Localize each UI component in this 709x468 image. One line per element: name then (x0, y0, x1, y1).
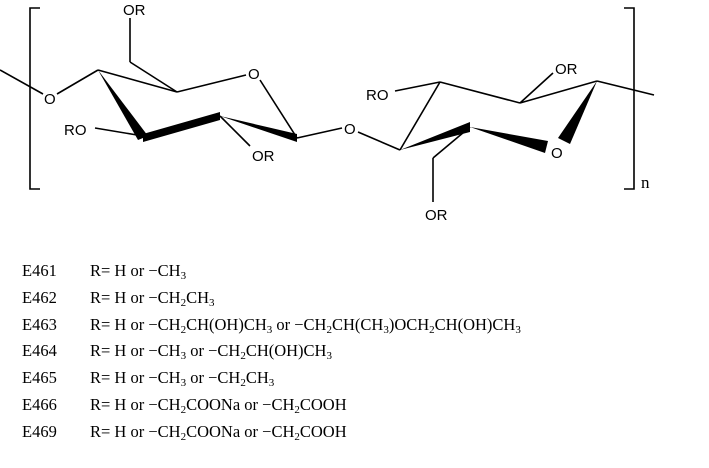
e-number: E461 (22, 261, 57, 280)
left-o4-link-label: O (44, 91, 56, 108)
left-o3-label: RO (64, 122, 87, 139)
legend-row: E463 R= H or −CH2CH(OH)CH3 or −CH2CH(CH3)… (22, 312, 521, 339)
legend-row: E466 R= H or −CH2COONa or −CH2COOH (22, 392, 521, 419)
legend-row: E465 R= H or −CH3 or −CH2CH3 (22, 365, 521, 392)
bonds (0, 7, 655, 202)
substituent-formula: R= H or −CH2CH3 (90, 287, 215, 309)
legend-row: E469 R= H or −CH2COONa or −CH2COOH (22, 419, 521, 446)
e-number: E464 (22, 341, 57, 361)
repeat-subscript-n: n (641, 173, 650, 192)
cellulose-ether-structure: OR O O RO OR O RO OR O OR n (0, 2, 655, 224)
substituent-formula: R= H or −CH2CH(OH)CH3 or −CH2CH(CH3)OCH2… (90, 314, 521, 336)
substituent-formula: R= H or −CH2COONa or −CH2COOH (90, 394, 347, 416)
glycosidic-oxygen-label: O (344, 121, 356, 138)
left-o2-label: OR (252, 148, 275, 165)
left-o6-label: OR (123, 2, 146, 19)
atom-labels: OR O O RO OR O RO OR O OR n (44, 2, 650, 224)
wedge-bonds (98, 70, 597, 153)
substituent-formula: R= H or −CH3 (90, 261, 187, 282)
right-o2-label: OR (555, 61, 578, 78)
substituent-formula: R= H or −CH2COONa or −CH2COOH (90, 421, 347, 443)
e-number: E462 (22, 287, 57, 307)
left-bracket (29, 7, 40, 190)
legend-row: E462 R= H or −CH2CH3 (22, 285, 521, 312)
right-o6-label: OR (425, 207, 448, 224)
substituent-formula: R= H or −CH3 or −CH2CH(OH)CH3 (90, 341, 332, 363)
right-bracket (624, 7, 635, 190)
right-ring-oxygen-label: O (551, 145, 563, 162)
e-number: E466 (22, 394, 57, 414)
right-o3-label: RO (366, 87, 389, 104)
e-number: E465 (22, 368, 57, 388)
e-number: E463 (22, 314, 57, 334)
legend-row: E464 R= H or −CH3 or −CH2CH(OH)CH3 (22, 338, 521, 365)
left-ring-oxygen-label: O (248, 66, 260, 83)
legend-row: E461 R= H or −CH3 (22, 258, 521, 285)
substituent-formula: R= H or −CH3 or −CH2CH3 (90, 368, 275, 390)
e-number: E469 (22, 421, 57, 441)
